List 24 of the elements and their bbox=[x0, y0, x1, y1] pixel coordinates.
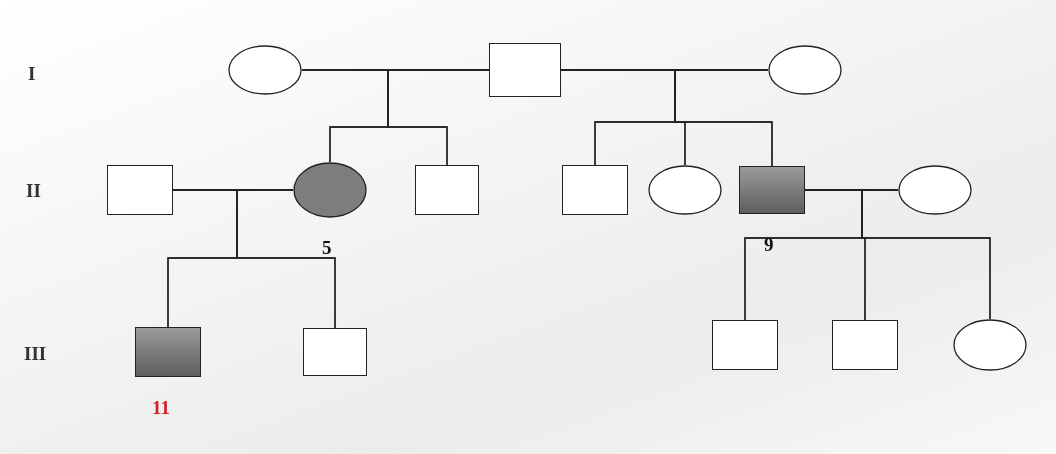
male-square bbox=[562, 165, 628, 215]
male-square bbox=[303, 328, 367, 376]
male-square bbox=[489, 43, 561, 97]
affected-male-square bbox=[739, 166, 805, 214]
female-circle bbox=[228, 45, 302, 95]
female-circle bbox=[648, 165, 722, 215]
individual-number: 11 bbox=[152, 398, 170, 418]
generation-label: III bbox=[24, 344, 47, 364]
pedigree-line bbox=[861, 189, 991, 320]
individual-number: 5 bbox=[322, 238, 332, 258]
male-square bbox=[107, 165, 173, 215]
female-circle bbox=[953, 319, 1027, 371]
pedigree-line bbox=[236, 189, 336, 329]
individual-number: 9 bbox=[764, 235, 774, 255]
affected-female-circle bbox=[293, 162, 367, 218]
female-circle bbox=[898, 165, 972, 215]
female-circle bbox=[768, 45, 842, 95]
pedigree-line bbox=[387, 69, 490, 166]
male-square bbox=[832, 320, 898, 370]
generation-label: II bbox=[26, 181, 41, 201]
affected-male-square bbox=[135, 327, 201, 377]
generation-label: I bbox=[28, 64, 36, 84]
male-square bbox=[712, 320, 778, 370]
male-square bbox=[415, 165, 479, 215]
